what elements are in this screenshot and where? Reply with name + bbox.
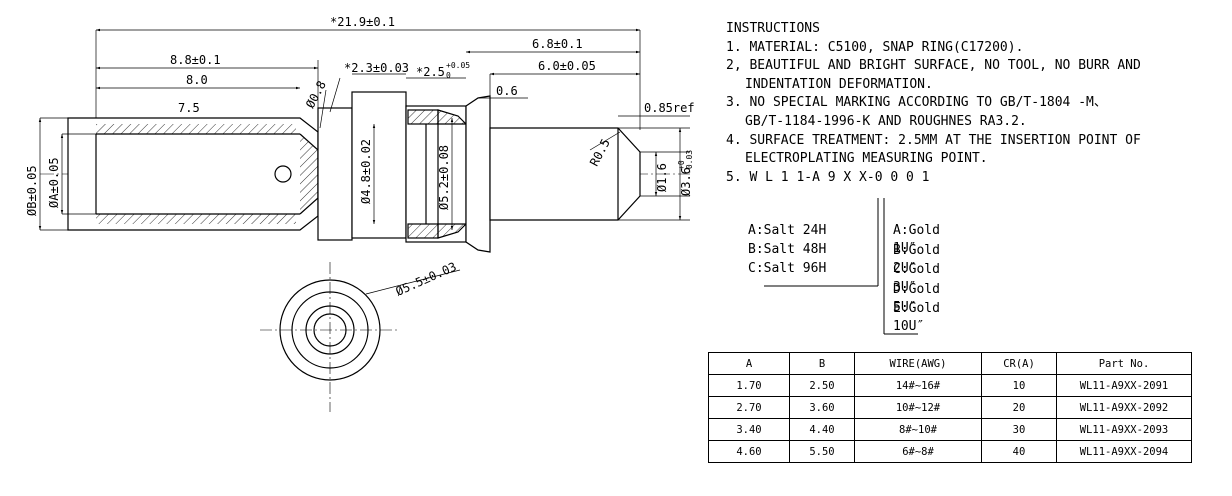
gold-option: B:Gold 2U″: [893, 242, 940, 276]
instruction-2: 2, BEAUTIFUL AND BRIGHT SURFACE, NO TOOL…: [726, 58, 1141, 74]
dim-0-85-ref: 0.85ref: [644, 101, 695, 115]
table-cell: 20: [981, 396, 1057, 419]
dim-dia-3-6-tol: +0: [677, 160, 686, 170]
table-header: WIRE(AWG): [854, 352, 982, 375]
table-cell: 4.40: [789, 418, 855, 441]
instruction-3: 3. NO SPECIAL MARKING ACCORDING TO GB/T-…: [726, 95, 1107, 111]
table-row: 3.40 4.40 8#~10# 30 WL11-A9XX-2093: [708, 418, 1192, 441]
dim-dia-5-2: Ø5.2±0.08: [437, 145, 451, 210]
instruction-3-cont: GB/T-1184-1996-K AND ROUGHNES RA3.2.: [745, 113, 1027, 129]
dim-8-8: 8.8±0.1: [170, 53, 221, 67]
instruction-4-cont: ELECTROPLATING MEASURING POINT.: [745, 151, 988, 167]
table-row: 4.60 5.50 6#~8# 40 WL11-A9XX-2094: [708, 440, 1192, 463]
dim-2-3: *2.3±0.03: [344, 61, 409, 75]
table-cell: 3.40: [708, 418, 790, 441]
dim-8-0: 8.0: [186, 73, 208, 87]
end-view: [260, 262, 461, 412]
dim-dia-3-6: Ø3.6: [679, 167, 693, 196]
table-row: 1.70 2.50 14#~16# 10 WL11-A9XX-2091: [708, 374, 1192, 397]
dim-overall-length: *21.9±0.1: [330, 15, 395, 29]
table-cell: 10: [981, 374, 1057, 397]
table-cell: WL11-A9XX-2092: [1056, 396, 1192, 419]
table-cell: 4.60: [708, 440, 790, 463]
table-cell: 10#~12#: [854, 396, 982, 419]
dim-7-5: 7.5: [178, 101, 200, 115]
dim-2-5-tol: +0.05: [446, 61, 470, 70]
table-header: A: [708, 352, 790, 375]
salt-option: C:Salt 96H: [748, 261, 827, 276]
dim-2-5-tol-low: 0: [446, 71, 451, 80]
dim-6-0: 6.0±0.05: [538, 59, 596, 73]
dim-dia-3-6-tol-low: -0.03: [685, 150, 694, 174]
table-cell: 6#~8#: [854, 440, 982, 463]
table-cell: WL11-A9XX-2093: [1056, 418, 1192, 441]
table-cell: 40: [981, 440, 1057, 463]
technical-drawing: *21.9±0.1 8.8±0.1 8.0 7.5 Ø0.8 *2.3±0.03…: [25, 15, 695, 412]
dim-0-6: 0.6: [496, 84, 518, 98]
table-cell: 2.50: [789, 374, 855, 397]
instructions-heading: INSTRUCTIONS: [726, 21, 820, 36]
salt-option: B:Salt 48H: [748, 242, 827, 257]
gold-option: E:Gold 10U″: [893, 301, 940, 334]
dim-dia-4-8: Ø4.8±0.02: [359, 139, 373, 204]
salt-options: A:Salt 24H B:Salt 48H C:Salt 96H: [742, 222, 892, 279]
gold-option: D:Gold 5U″: [893, 281, 940, 315]
table-cell: WL11-A9XX-2094: [1056, 440, 1192, 463]
table-cell: 2.70: [708, 396, 790, 419]
instruction-4: 4. SURFACE TREATMENT: 2.5MM AT THE INSER…: [726, 132, 1141, 148]
table-cell: WL11-A9XX-2091: [1056, 374, 1192, 397]
table-cell: 3.60: [789, 396, 855, 419]
dim-6-8: 6.8±0.1: [532, 37, 583, 51]
salt-option: A:Salt 24H: [748, 223, 827, 238]
gold-option: C:Gold 3U″: [893, 262, 940, 295]
table-cell: 8#~10#: [854, 418, 982, 441]
instructions: INSTRUCTIONS 1. MATERIAL: C5100, SNAP RI…: [726, 20, 1226, 187]
table-header: CR(A): [981, 352, 1057, 375]
table-cell: 5.50: [789, 440, 855, 463]
dim-dia-b: ØB±0.05: [25, 165, 39, 216]
table-cell: 1.70: [708, 374, 790, 397]
dim-2-5: *2.5: [416, 65, 445, 79]
table-header-row: A B WIRE(AWG) CR(A) Part No.: [708, 352, 1192, 375]
instruction-2-cont: INDENTATION DEFORMATION.: [745, 76, 933, 92]
table-row: 2.70 3.60 10#~12# 20 WL11-A9XX-2092: [708, 396, 1192, 419]
table-cell: 30: [981, 418, 1057, 441]
dim-dia-a: ØA±0.05: [47, 157, 61, 208]
instruction-1: 1. MATERIAL: C5100, SNAP RING(C17200).: [726, 39, 1024, 55]
part-body: [67, 91, 641, 253]
part-table: A B WIRE(AWG) CR(A) Part No. 1.70 2.50 1…: [708, 352, 1192, 463]
code-brackets: [764, 198, 918, 335]
table-cell: 14#~16#: [854, 374, 982, 397]
gold-option: A:Gold 1U″: [893, 223, 940, 256]
dim-dia-5-5: Ø5.5±0.03: [394, 260, 459, 299]
instruction-5: 5. W L 1 1-A 9 X X-0 0 0 1: [726, 169, 930, 185]
dim-dia-1-6: Ø1.6: [655, 163, 669, 192]
table-header: Part No.: [1056, 352, 1192, 375]
table-header: B: [789, 352, 855, 375]
gold-options: A:Gold 1U″ B:Gold 2U″ C:Gold 3U″ D:Gold …: [887, 222, 940, 334]
